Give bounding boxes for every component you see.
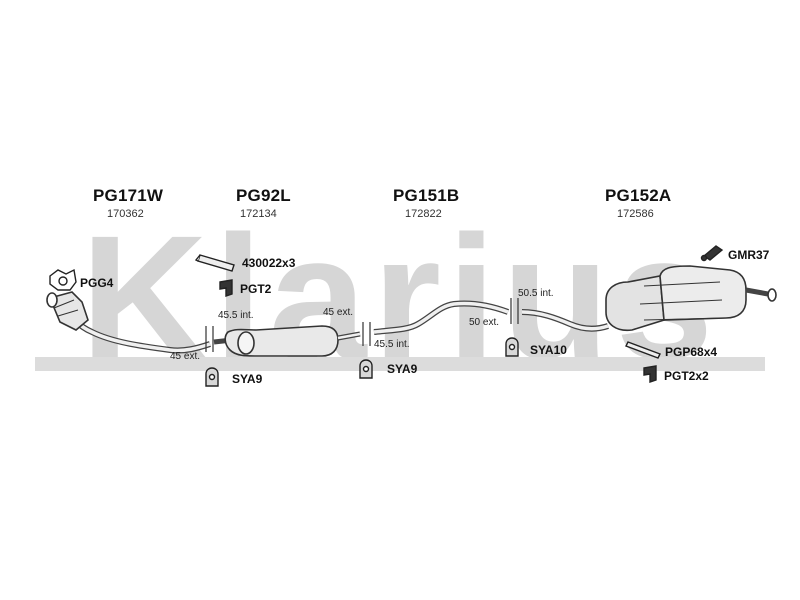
accessory-label: 430022x3 [242, 256, 296, 270]
part-code-front-pipe: 170362 [107, 208, 144, 220]
accessory-label: PGG4 [80, 276, 114, 290]
intermediate-pipe-part [373, 300, 510, 335]
accessory-label: GMR37 [728, 248, 770, 262]
accessory-label: PGP68x4 [665, 345, 718, 359]
bolt-icon [194, 254, 235, 272]
front-pipe-part [46, 291, 211, 354]
joint-marker [362, 322, 371, 346]
accessory-label: SYA10 [530, 343, 567, 357]
accessory-label: PGT2 [240, 282, 272, 296]
hanger-icon [359, 359, 373, 379]
hanger-icon [505, 337, 519, 357]
part-code-middle-silencer: 172134 [240, 208, 277, 220]
rubber-mount-icon [700, 245, 724, 262]
part-code-intermediate-pipe: 172822 [405, 208, 442, 220]
part-name-intermediate-pipe: PG151B [393, 186, 460, 205]
part-code-rear-silencer: 172586 [617, 208, 654, 220]
middle-silencer-part [213, 325, 361, 357]
accessory-label: SYA9 [232, 372, 263, 386]
joint-marker [510, 298, 519, 324]
dimension-note: 50.5 int. [518, 288, 554, 299]
dimension-note: 45.5 int. [218, 310, 254, 321]
watermark-bar [35, 357, 765, 371]
dimension-note: 50 ext. [469, 317, 500, 328]
rear-silencer-part [521, 265, 777, 332]
dimension-note: 45 ext. [170, 351, 201, 362]
joint-marker [205, 326, 214, 352]
accessory-label: SYA9 [387, 362, 418, 376]
clip-icon [625, 341, 661, 359]
part-name-middle-silencer: PG92L [236, 186, 291, 205]
dimension-note: 45.5 int. [374, 339, 410, 350]
part-name-rear-silencer: PG152A [605, 186, 672, 205]
dimension-note: 45 ext. [323, 307, 354, 318]
clamp-icon [219, 279, 233, 297]
accessory-label: PGT2x2 [664, 369, 709, 383]
hanger-icon [205, 367, 219, 387]
gasket-icon [49, 268, 77, 291]
part-name-front-pipe: PG171W [93, 186, 164, 205]
clamp-icon [643, 365, 657, 383]
